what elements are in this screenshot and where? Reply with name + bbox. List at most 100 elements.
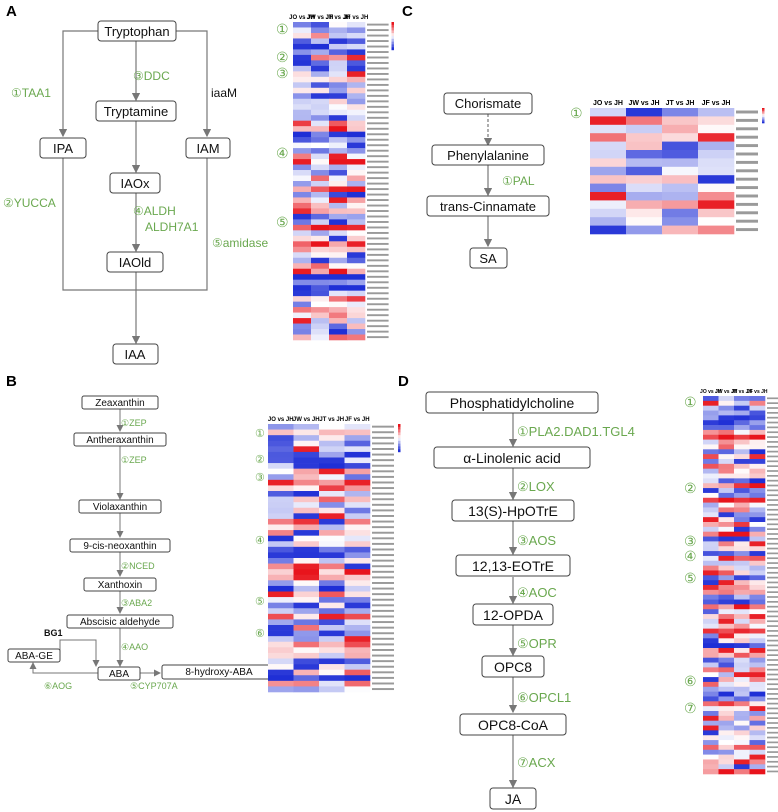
heatmap-a-group-marker: ② bbox=[276, 49, 289, 65]
heatmap-d-cell bbox=[749, 468, 766, 474]
heatmap-c-cell bbox=[626, 133, 663, 142]
heatmap-a-row-label bbox=[367, 188, 389, 191]
heatmap-b-cell bbox=[293, 675, 320, 682]
heatmap-b-group-marker: ② bbox=[255, 454, 265, 466]
heatmap-a-cell bbox=[347, 285, 366, 291]
heatmap-d-cell bbox=[734, 512, 750, 518]
heatmap-c-cell bbox=[626, 124, 663, 134]
heatmap-b-cell bbox=[344, 496, 371, 503]
heatmap-d-row-label bbox=[767, 605, 778, 608]
heatmap-b-cell bbox=[344, 641, 371, 648]
heatmap-b-cell bbox=[319, 463, 345, 469]
heatmap-c-row-label bbox=[736, 135, 758, 139]
heatmap-a-cell bbox=[329, 54, 348, 61]
heatmap-d-cell bbox=[703, 546, 719, 552]
heatmap-d-row-label bbox=[767, 528, 778, 530]
heatmap-b-cell bbox=[293, 658, 320, 665]
heatmap-d-cell bbox=[734, 425, 750, 431]
heatmap-b-cell bbox=[268, 552, 294, 559]
heatmap-c-cell bbox=[590, 217, 627, 226]
heatmap-d-row-label bbox=[767, 625, 778, 627]
heatmap-a-row-label bbox=[367, 275, 389, 278]
heatmap-b-cell bbox=[319, 630, 345, 637]
heatmap-a-cell bbox=[293, 257, 312, 264]
heatmap-a-cell bbox=[329, 329, 348, 335]
step-bg1: BG1 bbox=[44, 628, 63, 638]
heatmap-d-cell bbox=[703, 575, 719, 581]
heatmap-a-cell bbox=[293, 104, 312, 111]
heatmap-c-row-label bbox=[736, 194, 758, 198]
heatmap-a-row-label bbox=[367, 51, 389, 53]
heatmap-a-cell bbox=[293, 301, 312, 308]
heatmap-d-row-label bbox=[767, 586, 778, 589]
heatmap-b-cell bbox=[268, 468, 294, 475]
heatmap-a-cell bbox=[347, 252, 366, 259]
heatmap-b-cell bbox=[344, 569, 371, 576]
svg-text:12-OPDA: 12-OPDA bbox=[483, 607, 544, 623]
heatmap-c-cell bbox=[698, 158, 735, 168]
heatmap-b-row-label bbox=[372, 565, 394, 568]
heatmap-a-cell bbox=[311, 71, 330, 78]
heatmap-b-row-label bbox=[372, 481, 394, 484]
heatmap-a-row-label bbox=[367, 83, 389, 86]
heatmap-c-cell bbox=[590, 133, 627, 142]
heatmap-d-cell bbox=[749, 512, 766, 518]
heatmap-d-cell bbox=[749, 434, 766, 440]
heatmap-c-color-legend bbox=[762, 108, 765, 124]
heatmap-d-cell bbox=[718, 759, 735, 765]
heatmap-a-row-label bbox=[367, 166, 389, 169]
heatmap-d-cell bbox=[749, 672, 766, 678]
heatmap-d-cell bbox=[734, 672, 750, 678]
heatmap-a-row-label bbox=[367, 303, 389, 306]
heatmap-d-cell bbox=[718, 754, 735, 760]
heatmap-d-cell bbox=[734, 691, 750, 697]
heatmap-b-row-label bbox=[372, 676, 394, 679]
heatmap-b-cell bbox=[319, 502, 345, 509]
heatmap-b-cell bbox=[344, 585, 371, 592]
heatmap-b-cell bbox=[344, 563, 371, 570]
heatmap-d-cell bbox=[718, 454, 735, 460]
heatmap-a-cell bbox=[329, 208, 348, 215]
svg-text:IAOld: IAOld bbox=[119, 255, 152, 270]
heatmap-a-cell bbox=[347, 159, 366, 165]
heatmap-d-row-label bbox=[767, 470, 778, 472]
heatmap-d-cell bbox=[749, 507, 766, 513]
heatmap-d-cell bbox=[734, 681, 750, 688]
heatmap-d-cell bbox=[734, 648, 750, 654]
heatmap-d-cell bbox=[718, 604, 735, 610]
heatmap-c-cell bbox=[626, 108, 663, 117]
heatmap-b-cell bbox=[293, 541, 320, 548]
heatmap-a-cell bbox=[293, 312, 312, 319]
heatmap-b-cell bbox=[319, 608, 345, 615]
heatmap-d-cell bbox=[718, 662, 735, 668]
heatmap-a-row-label bbox=[367, 253, 389, 256]
heatmap-d-cell bbox=[703, 648, 719, 654]
heatmap-d-cell bbox=[718, 526, 735, 532]
heatmap-a-row-label bbox=[367, 308, 389, 311]
heatmap-d-cell bbox=[703, 473, 719, 479]
heatmap-d-cell bbox=[703, 454, 719, 460]
heatmap-d-cell bbox=[734, 546, 750, 552]
heatmap-d-cell bbox=[703, 609, 719, 615]
node-abscisic-aldehyde: Abscisic aldehyde bbox=[66, 614, 174, 629]
heatmap-a-cell bbox=[329, 334, 348, 341]
heatmap-b-cell bbox=[344, 625, 371, 631]
heatmap-b-cell bbox=[293, 451, 320, 458]
heatmap-b-row-label bbox=[372, 498, 394, 501]
heatmap-a-cell bbox=[329, 120, 348, 127]
heatmap-b-row-label bbox=[372, 492, 394, 495]
heatmap-b-cell bbox=[319, 513, 345, 520]
heatmap-a-cell bbox=[347, 137, 366, 143]
heatmap-b-cell bbox=[319, 647, 345, 654]
heatmap-d-cell bbox=[703, 740, 719, 746]
node-aba-ge: ABA-GE bbox=[7, 648, 61, 663]
heatmap-a-row-label bbox=[367, 111, 389, 114]
svg-text:IPA: IPA bbox=[53, 141, 73, 156]
heatmap-d-cell bbox=[734, 589, 750, 595]
heatmap-a-row-label bbox=[367, 149, 389, 152]
heatmap-d-cell bbox=[734, 662, 750, 668]
heatmap-b-cell bbox=[319, 675, 345, 682]
heatmap-a-cell bbox=[347, 175, 366, 182]
heatmap-d-cell bbox=[734, 522, 750, 528]
